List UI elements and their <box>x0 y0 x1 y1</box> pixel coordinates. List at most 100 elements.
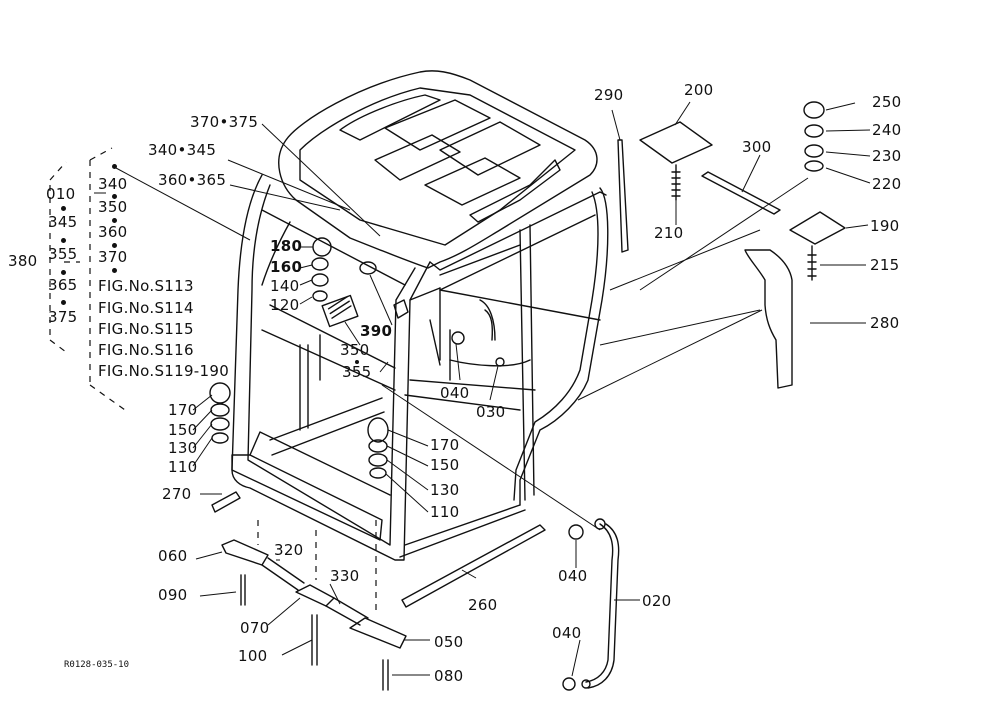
bar-270 <box>211 491 241 513</box>
strip-320 <box>261 564 299 591</box>
part-060: 060 <box>158 547 188 565</box>
part-110-left: 110 <box>168 458 198 476</box>
part-020: 020 <box>642 592 672 610</box>
washer-220 <box>804 160 824 172</box>
part-250: 250 <box>872 93 902 111</box>
leader-lines <box>94 101 871 677</box>
part-230: 230 <box>872 147 902 165</box>
pipe-020 <box>585 523 614 683</box>
bracket-050 <box>349 617 407 649</box>
group-left-1: 355 <box>48 245 78 263</box>
knob-250 <box>803 101 825 119</box>
part-040-right: 040 <box>558 567 588 585</box>
cab-rear-rails <box>269 289 601 456</box>
part-090: 090 <box>158 586 188 604</box>
bar-300 <box>701 171 781 215</box>
part-140: 140 <box>270 277 300 295</box>
rod-290 <box>617 139 629 253</box>
part-290: 290 <box>594 86 624 104</box>
bolt-040-bottom <box>562 677 576 691</box>
right-dot-0 <box>112 164 117 169</box>
part-200: 200 <box>684 81 714 99</box>
part-120: 120 <box>270 296 300 314</box>
right-dot-2 <box>112 218 117 223</box>
cab-front-left <box>231 174 431 561</box>
plate-200 <box>639 121 713 164</box>
part-350: 350 <box>340 341 370 359</box>
plate-190 <box>789 211 846 245</box>
left-dot-3 <box>61 270 66 275</box>
fig-ref-s114: FIG.No.S114 <box>98 299 194 317</box>
part-240: 240 <box>872 121 902 139</box>
group-left-3: 375 <box>48 308 78 326</box>
part-260: 260 <box>468 596 498 614</box>
part-190: 190 <box>870 217 900 235</box>
right-dot-3 <box>112 243 117 248</box>
lower-bar-260 <box>401 524 546 608</box>
part-070: 070 <box>240 619 270 637</box>
group-right-1: 350 <box>98 198 128 216</box>
fig-ref-s116: FIG.No.S116 <box>98 341 194 359</box>
part-350-355-dot <box>355 360 359 364</box>
part-100: 100 <box>238 647 268 665</box>
part-050: 050 <box>434 633 464 651</box>
part-300: 300 <box>742 138 772 156</box>
right-dot-1 <box>112 194 117 199</box>
part-210: 210 <box>654 224 684 242</box>
part-320: 320 <box>274 541 304 559</box>
bolt-040-right <box>568 524 584 540</box>
fig-ref-s119-190: FIG.No.S119-190 <box>98 362 230 380</box>
cab-roof <box>278 70 598 269</box>
group-left-2: 365 <box>48 276 78 294</box>
part-130-left: 130 <box>168 439 198 457</box>
fig-ref-s113: FIG.No.S113 <box>98 277 194 295</box>
nut-240 <box>804 124 824 138</box>
strip-330 <box>325 605 361 626</box>
left-dot-2 <box>61 238 66 243</box>
part-110-center: 110 <box>430 503 460 521</box>
group-right-2: 360 <box>98 223 128 241</box>
part-390: 390 <box>360 322 393 340</box>
side-panel-280 <box>744 249 793 389</box>
combo-360-365: 360•365 <box>158 171 227 189</box>
bolt-080 <box>382 659 389 691</box>
bolt-090 <box>240 574 246 606</box>
reference-code: R0128-035-10 <box>64 660 130 670</box>
group-right-0: 340 <box>98 175 128 193</box>
combo-370-375: 370•375 <box>190 113 259 131</box>
group-left-0: 345 <box>48 213 78 231</box>
assembly-brackets <box>49 147 377 610</box>
part-220: 220 <box>872 175 902 193</box>
part-150-center: 150 <box>430 456 460 474</box>
part-215: 215 <box>870 256 900 274</box>
part-355: 355 <box>342 363 372 381</box>
fig-ref-s115: FIG.No.S115 <box>98 320 194 338</box>
part-150-left: 150 <box>168 421 198 439</box>
bracket-060 <box>221 539 269 566</box>
part-330: 330 <box>330 567 360 585</box>
front-lower-cover <box>231 454 383 541</box>
part-030: 030 <box>476 403 506 421</box>
cab-side-frame <box>399 187 609 558</box>
knob-170-center <box>367 417 389 443</box>
part-170-left: 170 <box>168 401 198 419</box>
part-010: 010 <box>46 185 76 203</box>
group-right-3: 370 <box>98 248 128 266</box>
left-dot-4 <box>61 300 66 305</box>
combo-340-345: 340•345 <box>148 141 217 159</box>
part-270: 270 <box>162 485 192 503</box>
mount-390 <box>359 261 377 275</box>
bolt-040-center <box>451 331 465 345</box>
bracket-070 <box>295 584 335 607</box>
part-160: 160 <box>270 258 303 276</box>
left-dot-1 <box>61 206 66 211</box>
part-080: 080 <box>434 667 464 685</box>
decal-350 <box>321 294 359 328</box>
part-170-center: 170 <box>430 436 460 454</box>
bolt-100 <box>311 614 318 666</box>
right-dot-4 <box>112 268 117 273</box>
part-040-center: 040 <box>440 384 470 402</box>
washer-230 <box>804 144 824 158</box>
part-280: 280 <box>870 314 900 332</box>
